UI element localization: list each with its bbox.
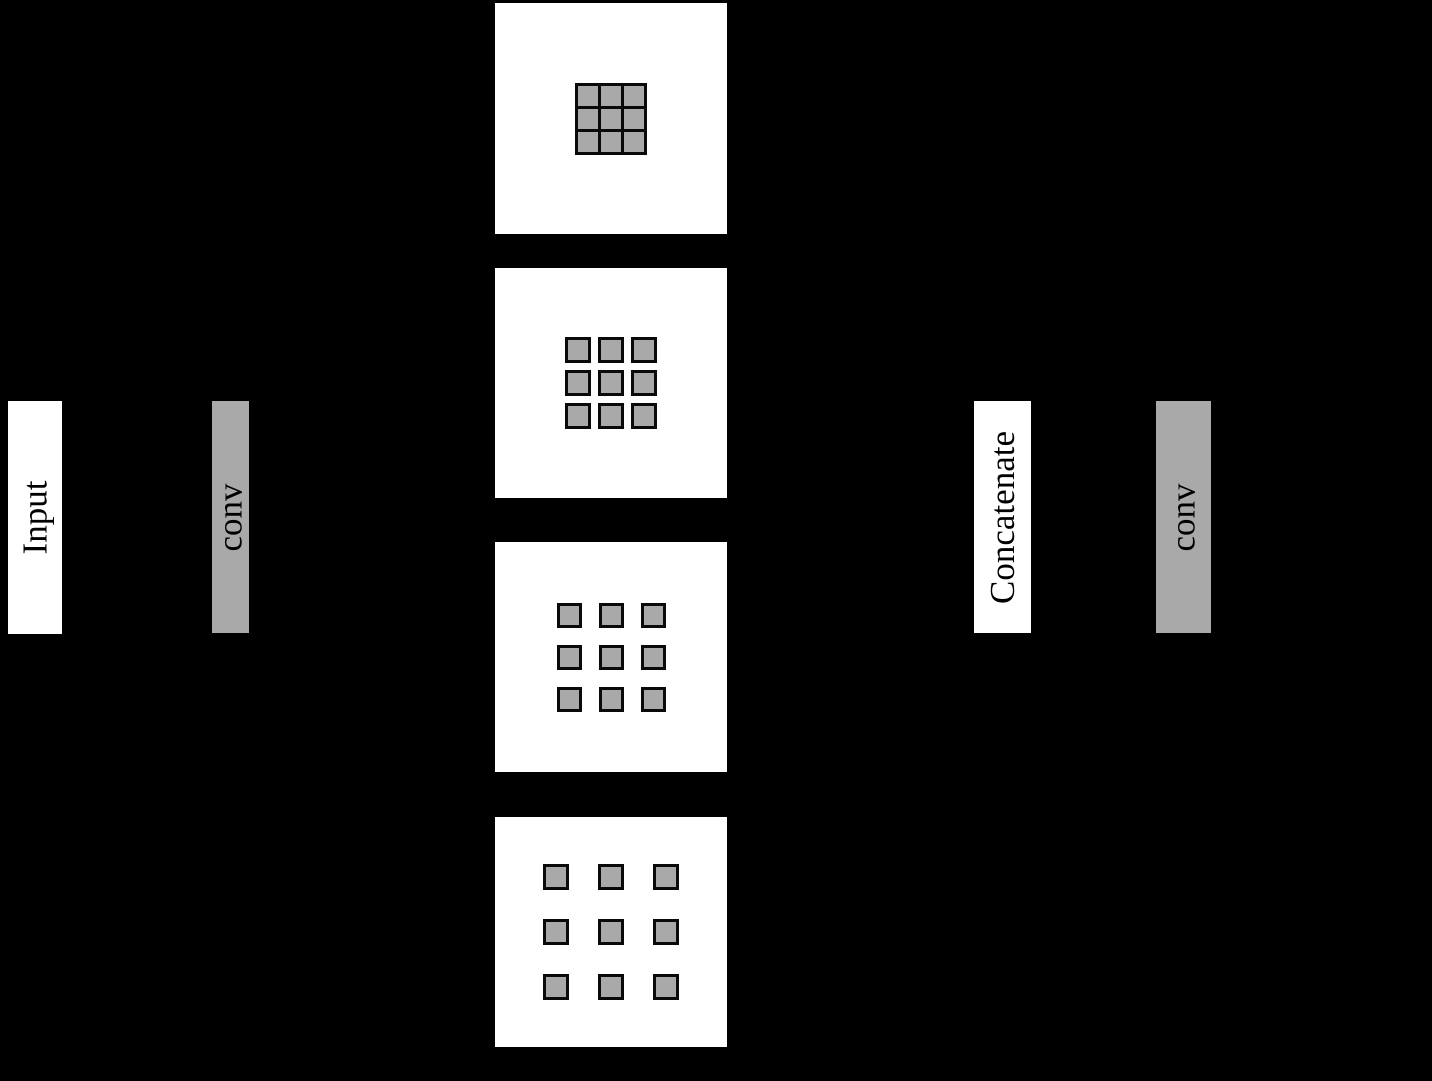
kernel-cell [556, 644, 582, 670]
kernel-cell [624, 131, 644, 152]
kernel-cell [598, 864, 624, 890]
kernel-grid-dilation-1 [575, 82, 647, 155]
kernel-cell [578, 131, 598, 152]
kernel-cell [565, 403, 591, 429]
conv-right-node: conv [1156, 401, 1211, 633]
kernel-cell [653, 919, 679, 945]
kernel-grid-dilation-4 [543, 864, 679, 1000]
input-label: Input [15, 480, 55, 555]
kernel-cell [543, 974, 569, 1000]
kernel-grid-dilation-2 [565, 337, 657, 429]
kernel-cell [640, 602, 666, 628]
kernel-cell [598, 919, 624, 945]
kernel-cell [578, 85, 598, 106]
kernel-branch-box-2 [495, 268, 727, 498]
kernel-cell [653, 974, 679, 1000]
kernel-cell [601, 85, 621, 106]
kernel-cell [598, 602, 624, 628]
kernel-cell [598, 686, 624, 712]
kernel-cell [598, 403, 624, 429]
kernel-cell [598, 974, 624, 1000]
conv-right-label: conv [1164, 482, 1204, 552]
concatenate-label: Concatenate [983, 430, 1022, 604]
kernel-cell [565, 370, 591, 396]
kernel-cell [565, 337, 591, 363]
kernel-cell [631, 370, 657, 396]
kernel-cell [598, 370, 624, 396]
kernel-cell [601, 108, 621, 129]
concatenate-node: Concatenate [974, 401, 1031, 633]
kernel-cell [598, 337, 624, 363]
kernel-cell [631, 403, 657, 429]
kernel-cell [578, 108, 598, 129]
kernel-cell [640, 686, 666, 712]
input-node: Input [8, 401, 62, 634]
kernel-cell [653, 864, 679, 890]
kernel-cell [601, 131, 621, 152]
kernel-grid-dilation-3 [556, 602, 666, 712]
kernel-cell [624, 108, 644, 129]
kernel-cell [631, 337, 657, 363]
kernel-cell [556, 686, 582, 712]
kernel-cell [543, 919, 569, 945]
kernel-cell [624, 85, 644, 106]
kernel-cell [640, 644, 666, 670]
conv-left-node: conv [211, 401, 251, 633]
kernel-branch-box-3 [495, 542, 727, 772]
conv-left-label: conv [211, 482, 251, 552]
kernel-cell [543, 864, 569, 890]
kernel-branch-box-4 [495, 817, 727, 1047]
kernel-cell [598, 644, 624, 670]
kernel-branch-box-1 [495, 3, 727, 234]
kernel-cell [556, 602, 582, 628]
